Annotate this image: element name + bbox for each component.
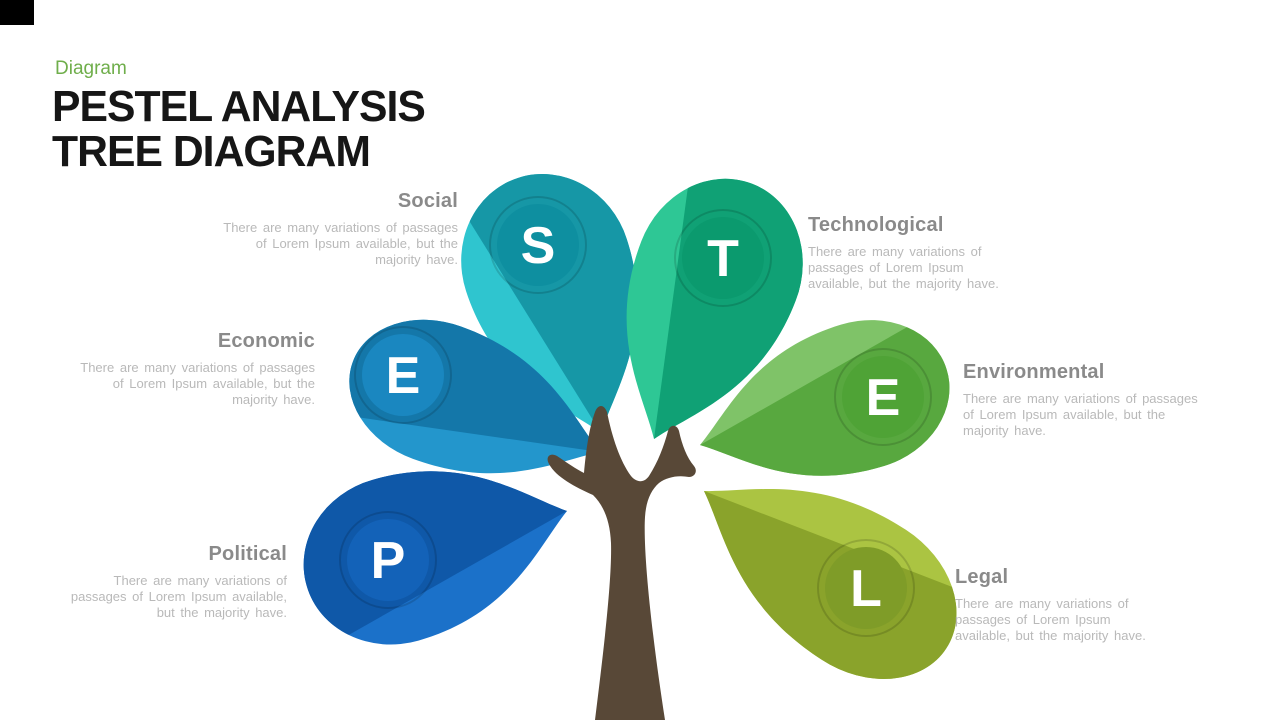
environmental-letter: E bbox=[866, 369, 901, 427]
eyebrow-label: Diagram bbox=[55, 58, 127, 79]
economic-letter: E bbox=[386, 347, 421, 405]
political-section: Political There are many variations of p… bbox=[37, 543, 287, 621]
social-section: Social There are many variations of pass… bbox=[208, 190, 458, 268]
economic-section: Economic There are many variations of pa… bbox=[65, 330, 315, 408]
political-description: There are many variations of passages of… bbox=[70, 573, 287, 620]
badge-environmental: E bbox=[834, 348, 932, 446]
social-description: There are many variations of passages of… bbox=[223, 220, 458, 267]
technological-letter: T bbox=[707, 230, 739, 288]
title-line-1: PESTEL ANALYSIS bbox=[52, 82, 426, 131]
leaf-environmental bbox=[678, 298, 969, 516]
legal-description: There are many variations of passages of… bbox=[955, 596, 1146, 643]
legal-label: Legal bbox=[955, 566, 1009, 588]
tree-trunk bbox=[547, 406, 696, 720]
title-line-2: TREE DIAGRAM bbox=[52, 127, 371, 176]
leaf-social bbox=[437, 151, 682, 460]
environmental-description: There are many variations of passages of… bbox=[963, 391, 1198, 438]
political-letter: P bbox=[371, 532, 406, 590]
corner-mark bbox=[0, 0, 34, 25]
economic-description: There are many variations of passages of… bbox=[80, 360, 315, 407]
legal-letter: L bbox=[850, 560, 882, 618]
badge-technological: T bbox=[674, 209, 772, 307]
environmental-section: Environmental There are many variations … bbox=[963, 361, 1203, 439]
badge-social: S bbox=[489, 196, 587, 294]
social-label: Social bbox=[397, 190, 458, 212]
technological-label: Technological bbox=[808, 214, 944, 236]
badge-economic: E bbox=[354, 326, 452, 424]
technological-description: There are many variations of passages of… bbox=[808, 244, 999, 291]
leaf-political bbox=[283, 430, 591, 667]
environmental-label: Environmental bbox=[963, 361, 1105, 383]
technological-section: Technological There are many variations … bbox=[808, 214, 1008, 292]
political-label: Political bbox=[208, 543, 287, 565]
economic-label: Economic bbox=[217, 330, 315, 352]
legal-section: Legal There are many variations of passa… bbox=[955, 566, 1165, 644]
social-letter: S bbox=[521, 217, 556, 275]
badge-political: P bbox=[339, 511, 437, 609]
badge-legal: L bbox=[817, 539, 915, 637]
